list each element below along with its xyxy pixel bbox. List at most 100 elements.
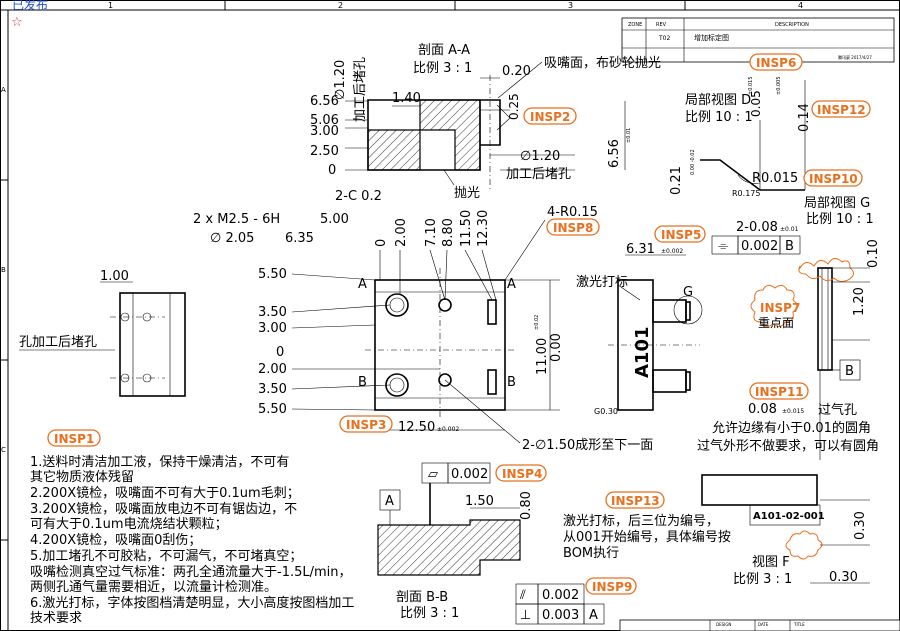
datum-a: A <box>385 494 394 509</box>
zone-4: 4 <box>798 1 803 10</box>
svg-text:±0.01: ±0.01 <box>780 226 799 233</box>
dim-aa-506: 5.06 <box>310 113 339 128</box>
zone-2: 2 <box>338 1 343 10</box>
insp6-badge: INSP6 <box>756 56 796 70</box>
dim-aa-300: 3.00 <box>310 124 339 139</box>
perp-ref: A <box>589 608 598 623</box>
note-line-6: 4.200X镜检，吸嘴面0刮伤； <box>30 533 201 548</box>
detail-g-scale: 比例 10 : 1 <box>806 212 874 227</box>
insp1-badge: INSP1 <box>54 432 94 446</box>
insp12-badge: INSP12 <box>817 103 866 117</box>
note-line-9: 两侧孔通气量需要相近，以流量计检测准。 <box>30 579 277 595</box>
svg-text:TITLE: TITLE <box>793 622 805 627</box>
laser-mark-view: A101 激光打标 6.31 ±0.002 G G0.30 INSP5 <box>576 225 706 416</box>
detail-g-title: 局部视图 G <box>804 196 870 211</box>
section-marker-a-right: A <box>507 277 516 292</box>
main-front-view: 2 x M2.5 - 6H 5.00 ∅ 2.05 6.35 0 2.00 7.… <box>193 205 653 453</box>
thread-callout: 2 x M2.5 - 6H <box>193 212 280 227</box>
dim-y-550-bot: 5.50 <box>258 402 287 417</box>
insp7-badge: INSP7 <box>760 301 800 315</box>
zone-3: 3 <box>568 1 573 10</box>
note-line-2: 其它物质液体残留 <box>30 469 134 485</box>
technical-notes: INSP1 1.送料时清洁加工液，保持干燥清洁，不可有 其它物质液体残留 2.2… <box>30 429 354 626</box>
svg-text:±0.015: ±0.015 <box>782 408 804 415</box>
note-line-5: 可有大于0.1um电流烧结状颗粒； <box>30 517 228 532</box>
insp3-badge: INSP3 <box>346 418 386 432</box>
label-aa-polish-face: 吸嘴面，布砂轮抛光 <box>544 56 661 71</box>
svg-text:0.00 -0.02: 0.00 -0.02 <box>690 149 696 175</box>
section-aa-title: 剖面 A-A <box>418 43 470 58</box>
dim-g-chamfer: 2-0.08 <box>736 220 778 235</box>
view-f: INSP13 激光打标，后三位为编号， 从001开始编号，具体编号按 BOM执行… <box>563 474 870 587</box>
view-f-mark: A101-02-001 <box>753 511 825 522</box>
laser-note-1: 激光打标，后三位为编号， <box>563 514 719 529</box>
insp4-badge: INSP4 <box>502 467 542 481</box>
svg-text:增加标定图: 增加标定图 <box>694 33 729 42</box>
svg-text:±0.002: ±0.002 <box>661 248 683 255</box>
dim-aa-025: 0.25 <box>507 93 521 120</box>
dim-y-0: 0 <box>276 345 284 360</box>
dim-d-r0015: R0.015 <box>752 171 798 186</box>
dim-bb-150: 1.50 <box>465 494 494 509</box>
dim-y-200: 2.00 <box>258 362 287 377</box>
parallel-value: 0.002 <box>542 588 579 603</box>
svg-text:±0.002: ±0.002 <box>437 426 459 433</box>
label-aa-polish: 抛光 <box>454 186 480 201</box>
section-marker-a-left: A <box>358 277 367 292</box>
radius-callout: 4-R0.15 <box>547 205 598 220</box>
vent-label: 过气孔 <box>818 402 857 418</box>
svg-text:DATE: DATE <box>758 622 769 627</box>
dim-aa-140: 1.40 <box>392 91 421 106</box>
dim-laser-r030: G0.30 <box>594 407 618 416</box>
dim-aa-656-right: 6.56 <box>607 139 622 168</box>
svg-text:±0.005: ±0.005 <box>776 76 782 95</box>
zone-a: A <box>1 86 6 94</box>
note-line-11: 技术要求 <box>30 611 82 626</box>
detail-d-scale: 比例 10 : 1 <box>685 110 753 125</box>
zone-1: 1 <box>108 1 113 10</box>
section-bb-title: 剖面 B-B <box>396 590 448 605</box>
insp2-badge: INSP2 <box>530 110 570 124</box>
flat-g-value: 0.002 <box>741 239 778 254</box>
detail-g-view: 局部视图 G 比例 10 : 1 2-0.08 ±0.01 ⌯ 0.002 B … <box>711 196 881 381</box>
svg-text:±0.01: ±0.01 <box>626 128 632 143</box>
svg-text:REV: REV <box>656 22 667 28</box>
zone-b: B <box>1 266 6 274</box>
dim-y-300: 3.00 <box>258 321 287 336</box>
dim-y-550-top: 5.50 <box>258 267 287 282</box>
hole-note: 2-∅1.50成形至下一面 <box>522 438 653 453</box>
dim-y-350-top: 3.50 <box>258 305 287 320</box>
laser-label: 激光打标 <box>576 275 628 290</box>
label-aa-hole-vertical: 加工后堵孔 <box>353 57 368 122</box>
svg-text:⊥: ⊥ <box>520 608 531 623</box>
dim-aa-d120-vert: ∅1.20 <box>333 60 348 100</box>
svg-text:⫽: ⫽ <box>519 588 526 603</box>
dim-g-120: 1.20 <box>852 287 867 316</box>
view-f-scale: 比例 3 : 1 <box>733 572 792 587</box>
zone-c: C <box>1 446 6 454</box>
svg-text:DESIGN: DESIGN <box>716 622 731 627</box>
release-status: 已发布 <box>12 0 48 12</box>
svg-text:6.35: 6.35 <box>285 231 314 246</box>
note-line-4: 3.200X镜检，吸嘴面放电边不可有锯齿边，不 <box>30 502 297 517</box>
note-line-10: 6.激光打标，字体按图档清楚明显，大小高度按图档加工 <box>30 595 354 611</box>
detail-d-view: 局部视图 D 比例 10 : 1 0.21 0.00 -0.02 0.14 0.… <box>669 53 871 198</box>
svg-text:±0.02: ±0.02 <box>534 315 540 330</box>
dim-x-1150: 11.50 <box>459 210 474 247</box>
detail-g-marker: G <box>683 285 693 300</box>
dim-bottom-1250: 12.50 <box>398 420 435 435</box>
note-line-8: 吸嘴检测真空过气标准：两孔全通流量大于-1.5L/min， <box>30 564 352 580</box>
dim-f-030-v: 0.30 <box>853 511 868 540</box>
insp11-badge: INSP11 <box>755 385 804 399</box>
dim-bb-080: 0.80 <box>519 491 534 520</box>
dim-aa-020: 0.20 <box>502 64 531 79</box>
dim-d-r0175: R0.175 <box>732 189 760 198</box>
dim-d-021: 0.21 <box>669 166 684 195</box>
laser-note-2: 从001开始编号，具体编号按 <box>563 530 731 545</box>
detail-d-title: 局部视图 D <box>685 93 751 108</box>
vent-dim: 0.08 <box>748 402 777 417</box>
section-marker-b-left: B <box>358 375 367 390</box>
favorite-star-icon[interactable]: ☆ <box>11 15 23 30</box>
svg-text:5.00: 5.00 <box>320 212 349 227</box>
svg-text:T02: T02 <box>658 35 670 42</box>
